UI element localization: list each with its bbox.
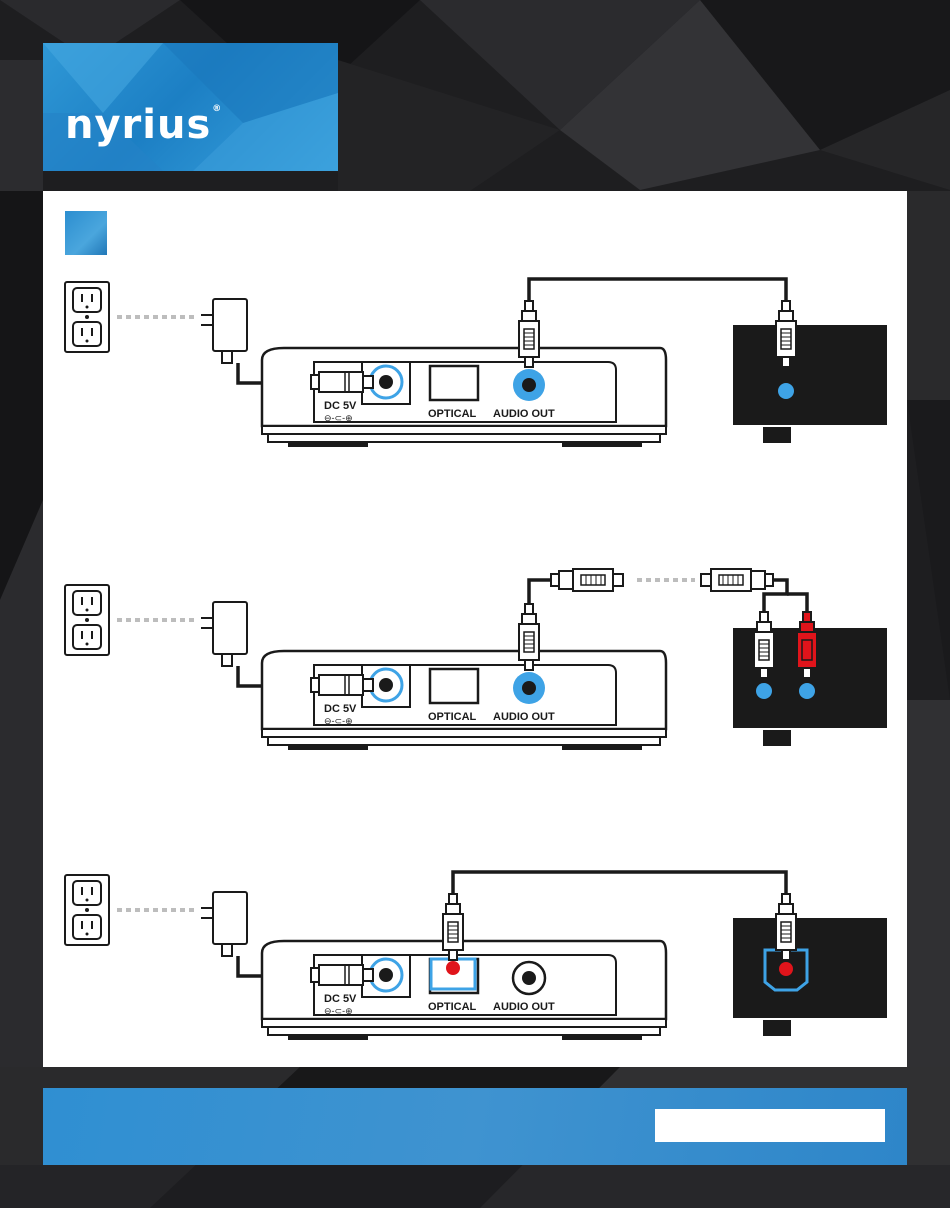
- mini-plug-icon: [551, 569, 623, 591]
- dc-label: DC 5V: [324, 703, 357, 715]
- wall-outlet-icon: [65, 875, 109, 945]
- optical-label: OPTICAL: [428, 711, 477, 723]
- dc-plug-icon: [311, 965, 373, 985]
- svg-text:⊖-⊂-⊕: ⊖-⊂-⊕: [324, 413, 353, 423]
- optical-plug-icon: [443, 894, 463, 960]
- footer-text-box: [655, 1109, 885, 1142]
- dc-label: DC 5V: [324, 993, 357, 1005]
- dc-plug-icon: [311, 675, 373, 695]
- transmitter-unit: [262, 348, 666, 447]
- power-adapter-icon: [201, 602, 247, 666]
- audio-out-label: AUDIO OUT: [493, 1001, 555, 1013]
- nyrius-logo: nyrius®: [65, 105, 222, 145]
- diagram-panel: DC 5V ⊖-⊂-⊕ OPTICAL AUDIO OUT DC 5V ⊖-⊂-…: [43, 191, 907, 1067]
- svg-text:⊖-⊂-⊕: ⊖-⊂-⊕: [324, 716, 353, 726]
- diagram-3: DC 5V ⊖-⊂-⊕ OPTICAL AUDIO OUT: [65, 872, 887, 1040]
- diagram-1: DC 5V ⊖-⊂-⊕ OPTICAL AUDIO OUT: [65, 279, 887, 447]
- brand-logo-panel: nyrius®: [43, 43, 338, 171]
- audio-out-label: AUDIO OUT: [493, 711, 555, 723]
- audio-plug-icon: [519, 301, 539, 367]
- footer-bar: [43, 1088, 907, 1165]
- dc-label: DC 5V: [324, 400, 357, 412]
- optical-label: OPTICAL: [428, 1001, 477, 1013]
- power-adapter-icon: [201, 299, 247, 363]
- transmitter-unit: [262, 651, 666, 750]
- rca-plug-white-icon: [754, 612, 774, 678]
- dc-plug-icon: [311, 372, 373, 392]
- power-adapter-icon: [201, 892, 247, 956]
- mini-plug-icon-2: [701, 569, 773, 591]
- wall-outlet-icon: [65, 282, 109, 352]
- audio-out-label: AUDIO OUT: [493, 408, 555, 420]
- receiver-device-3: [733, 918, 887, 1018]
- svg-text:⊖-⊂-⊕: ⊖-⊂-⊕: [324, 1006, 353, 1016]
- optical-label: OPTICAL: [428, 408, 477, 420]
- wall-outlet-icon: [65, 585, 109, 655]
- receiver-device-1: [733, 325, 887, 425]
- receiver-optical-plug-icon: [776, 894, 796, 960]
- audio-plug-icon: [519, 604, 539, 670]
- receiver-plug-icon: [776, 301, 796, 367]
- diagram-2: DC 5V ⊖-⊂-⊕ OPTICAL AUDIO OUT: [65, 569, 887, 750]
- connection-diagrams: DC 5V ⊖-⊂-⊕ OPTICAL AUDIO OUT DC 5V ⊖-⊂-…: [43, 191, 907, 1067]
